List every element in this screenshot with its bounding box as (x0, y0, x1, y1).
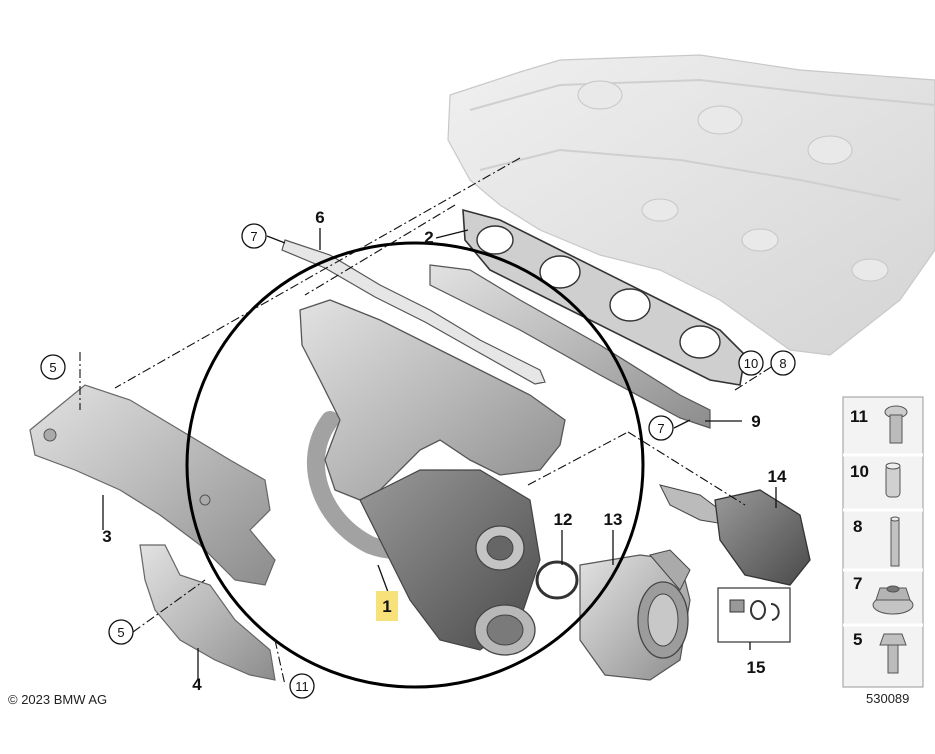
callout-3: 3 (102, 527, 111, 546)
legend-item-11: 11 (850, 405, 908, 444)
wastegate-actuator (659, 484, 811, 586)
svg-text:8: 8 (779, 356, 786, 371)
callout-15: 15 (747, 658, 766, 677)
callout-highlight (376, 591, 398, 621)
o-ring (535, 560, 579, 600)
callout-14: 14 (768, 467, 787, 486)
diagram-id: 530089 (866, 691, 909, 706)
svg-text:11: 11 (295, 679, 309, 694)
callout-1: 1 (382, 597, 391, 616)
svg-text:5: 5 (117, 625, 124, 640)
turbo-assembly-circle (185, 241, 645, 689)
svg-text:7: 7 (853, 574, 862, 593)
svg-text:11: 11 (850, 407, 868, 426)
copyright-text: © 2023 BMW AG (8, 692, 107, 707)
svg-text:10: 10 (850, 462, 869, 481)
svg-text:10: 10 (744, 356, 758, 371)
dash-lines (79, 157, 791, 686)
circled-callout-5-top: 5 (40, 354, 66, 380)
heat-shield-small (139, 544, 276, 681)
svg-text:5: 5 (49, 360, 56, 375)
circled-callout-8: 8 (770, 350, 796, 376)
cylinder-head (447, 54, 935, 356)
turbocharger-manifold (299, 299, 566, 656)
outlet-connector (579, 549, 691, 681)
thin-gasket-strip (281, 239, 546, 385)
legend-item-5: 5 (853, 630, 907, 674)
circled-callout-7-top: 7 (241, 223, 267, 249)
legend-item-7: 7 (853, 574, 914, 615)
callout-13: 13 (604, 510, 623, 529)
legend-item-10: 10 (850, 462, 901, 498)
legend-item-8: 8 (853, 516, 900, 567)
circled-callout-5-bottom: 5 (108, 619, 134, 645)
svg-text:5: 5 (853, 630, 862, 649)
flange-nut-icon (872, 585, 914, 615)
screw-icon (884, 405, 908, 444)
svg-text:8: 8 (853, 517, 862, 536)
callouts: 1 2 3 4 6 9 12 13 14 15 (102, 208, 787, 694)
circled-callout-10: 10 (738, 350, 764, 376)
manifold-gasket (462, 208, 746, 386)
callout-12: 12 (554, 510, 573, 529)
svg-text:7: 7 (657, 421, 664, 436)
callout-2: 2 (424, 228, 433, 247)
hex-bolt-icon (879, 633, 907, 674)
heat-shield-strip (429, 264, 711, 429)
svg-text:7: 7 (250, 229, 257, 244)
sleeve-icon (885, 462, 901, 498)
circled-callout-7-bottom: 7 (648, 415, 674, 441)
leader-lines (102, 228, 777, 680)
callout-4: 4 (192, 675, 202, 694)
circled-callout-11: 11 (289, 673, 315, 699)
fastener-legend: 11 10 8 7 (842, 396, 924, 688)
circled-callouts: 7 7 5 5 10 8 11 (40, 223, 796, 699)
small-parts-set (717, 587, 791, 643)
callout-6: 6 (315, 208, 324, 227)
heat-shield-large (29, 384, 276, 586)
stud-icon (890, 516, 900, 567)
callout-9: 9 (751, 412, 760, 431)
